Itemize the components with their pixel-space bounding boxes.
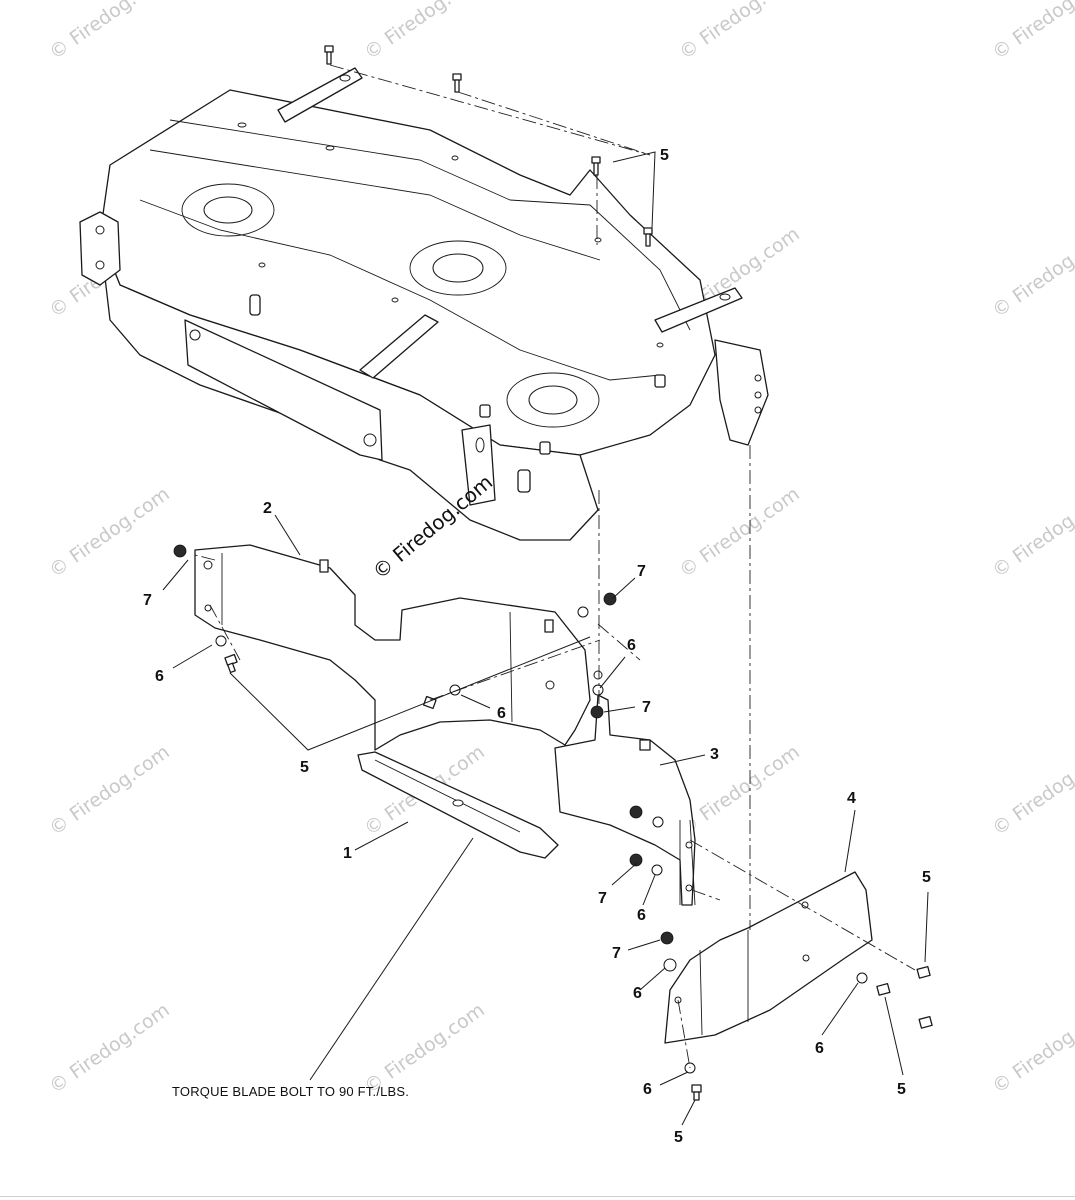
watermark: © Firedog.com <box>45 741 173 840</box>
watermark: © Firedog.com <box>45 999 173 1098</box>
flat-washer <box>577 606 589 618</box>
hex-nut <box>629 853 643 867</box>
hex-nut <box>603 592 617 606</box>
deck-front-hanger <box>461 424 496 506</box>
watermark: © Firedog.com <box>45 0 173 64</box>
flat-washer <box>215 635 227 647</box>
shield-body <box>194 544 591 751</box>
callout-7: 7 <box>143 592 152 609</box>
bolt <box>591 156 601 176</box>
deflector-hardware <box>660 931 933 1101</box>
callout-7: 7 <box>637 563 646 580</box>
callout-7: 7 <box>598 890 607 907</box>
top-bolts <box>324 45 653 247</box>
flat-washer <box>652 816 664 828</box>
deck-brace <box>359 314 439 379</box>
bolt <box>643 227 653 247</box>
callout-6: 6 <box>155 668 164 685</box>
bottom-divider <box>0 1196 1075 1197</box>
callout-5: 5 <box>660 147 669 164</box>
callout-4: 4 <box>847 790 856 807</box>
callout-3: 3 <box>710 746 719 763</box>
hex-nut <box>590 705 604 719</box>
deck-right-mount <box>714 339 769 446</box>
watermark: © Firedog.com <box>360 0 488 64</box>
deck-top-bracket-right <box>654 287 743 333</box>
callout-5: 5 <box>674 1129 683 1146</box>
bolt <box>691 1084 702 1101</box>
mower-deck-housing <box>79 67 769 541</box>
callout-6: 6 <box>643 1081 652 1098</box>
bolt <box>324 45 334 65</box>
callout-2: 2 <box>263 500 272 517</box>
watermark: © Firedog.com <box>988 741 1075 840</box>
callout-7: 7 <box>612 945 621 962</box>
hex-nut <box>660 931 674 945</box>
callout-7: 7 <box>642 699 651 716</box>
deck-left-bracket <box>79 211 121 286</box>
callout-5: 5 <box>300 759 309 776</box>
bolt <box>918 1015 933 1029</box>
callout-1: 1 <box>343 845 352 862</box>
watermark: © Firedog.com <box>45 483 173 582</box>
torque-note: TORQUE BLADE BOLT TO 90 FT./LBS. <box>172 1084 409 1099</box>
bracket-body <box>554 694 696 906</box>
deflector-plate <box>664 871 873 1044</box>
chute-bracket <box>554 694 696 906</box>
bolt <box>224 653 238 674</box>
hex-nut <box>629 805 643 819</box>
watermark: © Firedog.com <box>675 741 803 840</box>
deflector-body <box>664 871 873 1044</box>
flat-washer <box>663 958 677 972</box>
discharge-shield <box>194 544 591 751</box>
callout-6: 6 <box>633 985 642 1002</box>
callout-6: 6 <box>815 1040 824 1057</box>
bolt <box>916 965 931 979</box>
watermark: © Firedog.com <box>988 223 1075 322</box>
bolt <box>452 73 462 93</box>
leader-lines <box>162 151 929 1126</box>
callout-5: 5 <box>897 1081 906 1098</box>
watermark: © Firedog.com <box>988 999 1075 1098</box>
callout-6: 6 <box>497 705 506 722</box>
bolt <box>876 982 891 996</box>
callout-5: 5 <box>922 869 931 886</box>
flat-washer <box>651 864 663 876</box>
watermark: © Firedog.com <box>988 0 1075 64</box>
watermark: © Firedog.com <box>988 483 1075 582</box>
callout-6: 6 <box>637 907 646 924</box>
mower-blade <box>357 751 559 859</box>
hex-nut <box>173 544 187 558</box>
watermark: © Firedog.com <box>675 0 803 64</box>
callout-labels: 5 2 7 6 6 5 7 6 7 3 1 4 7 6 7 6 5 6 5 6 … <box>143 147 931 1146</box>
watermark: © Firedog.com <box>675 483 803 582</box>
deck-side-rail <box>184 319 383 461</box>
flat-washer <box>856 972 868 984</box>
deck-top-bracket-left <box>277 67 363 123</box>
callout-6: 6 <box>627 637 636 654</box>
